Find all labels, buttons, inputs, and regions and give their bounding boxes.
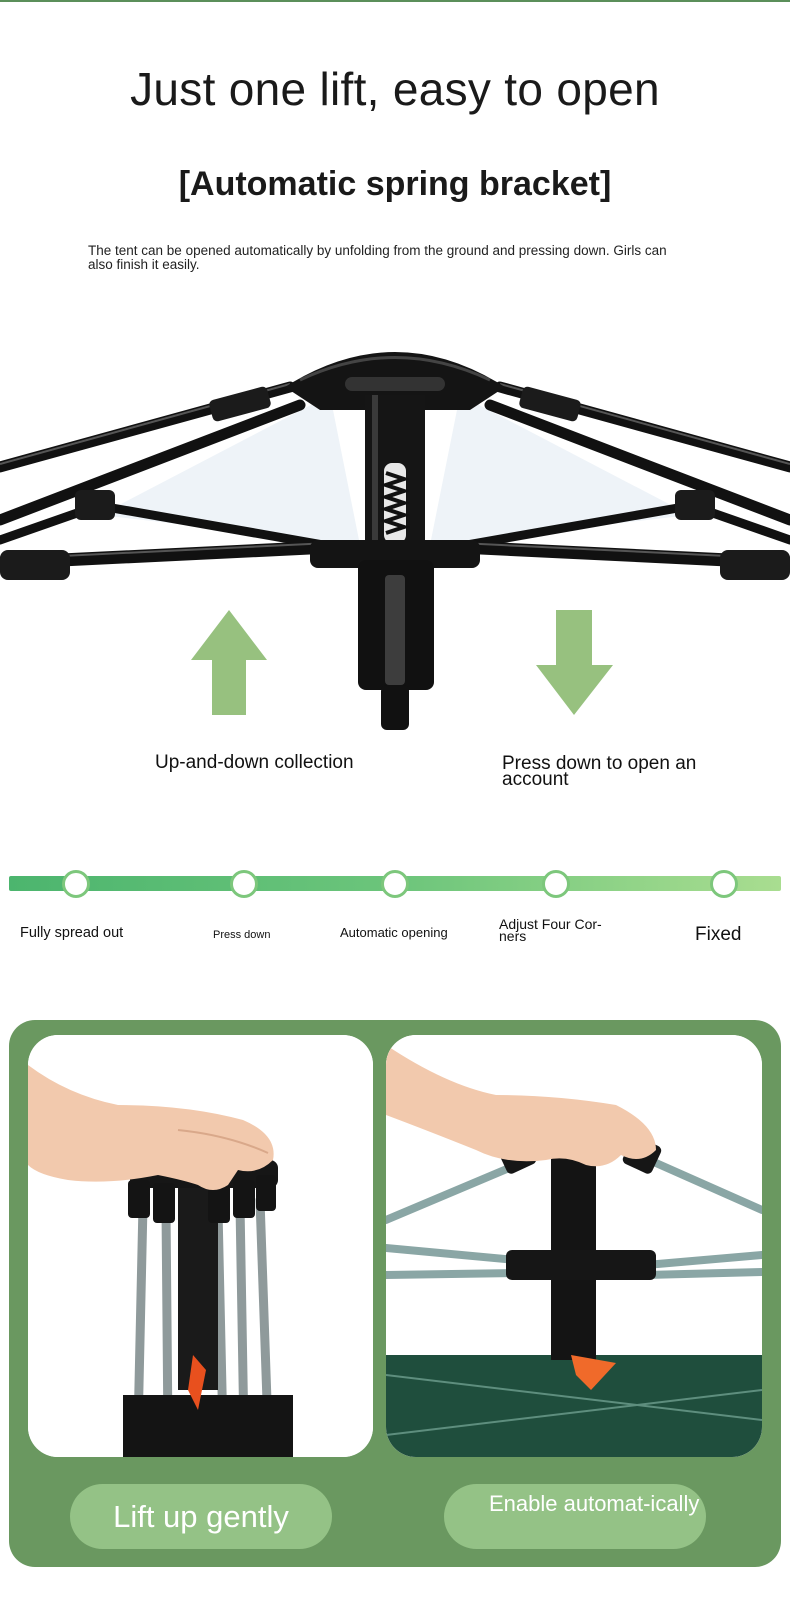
subheadline: [Automatic spring bracket] <box>178 165 612 203</box>
top-divider <box>0 0 790 2</box>
lift-up-photo <box>28 1035 373 1457</box>
step-label-5: Fixed <box>695 924 742 945</box>
up-down-collection-label: Up-and-down collection <box>155 752 354 773</box>
arrow-down-icon <box>536 610 613 715</box>
step-node-2 <box>230 870 258 898</box>
headline: Just one lift, easy to open <box>130 63 660 115</box>
step-label-1: Fully spread out <box>20 925 124 941</box>
step-label-3: Automatic opening <box>340 925 448 940</box>
description-text: The tent can be opened automatically by … <box>88 243 667 272</box>
step-label-4: Adjust Four Cor-ners <box>499 916 602 944</box>
step-node-3 <box>381 870 409 898</box>
lift-up-gently-button[interactable]: Lift up gently <box>70 1484 332 1549</box>
step-node-1 <box>62 870 90 898</box>
tent-frame-illustration <box>0 335 790 745</box>
auto-open-photo <box>386 1035 762 1457</box>
step-node-4 <box>542 870 570 898</box>
step-label-2: Press down <box>213 929 271 941</box>
arrow-up-icon <box>191 610 267 715</box>
press-down-label: Press down to open an account <box>502 753 697 790</box>
step-node-5 <box>710 870 738 898</box>
enable-automatically-button[interactable]: Enable automat-ically <box>444 1484 706 1549</box>
